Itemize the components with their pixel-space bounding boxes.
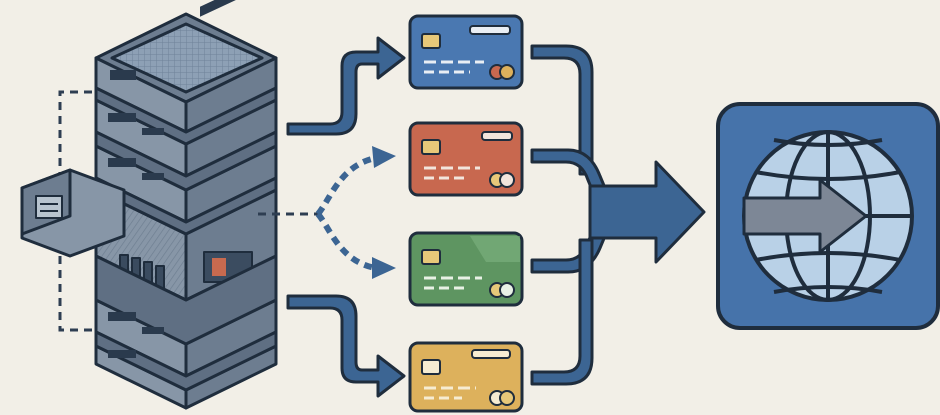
merge-arrows — [530, 44, 706, 386]
card-yellow — [408, 341, 524, 413]
server-stack — [20, 0, 278, 410]
dashed-arrow-to-red — [315, 146, 396, 216]
globe-arrow-icon — [742, 130, 914, 302]
server-unit — [94, 254, 278, 378]
card-chip-logo — [489, 172, 515, 188]
dashed-arrow-to-green — [315, 212, 396, 279]
card-red — [408, 121, 524, 197]
card-green — [408, 231, 524, 307]
card-chip-logo — [489, 390, 515, 406]
card-chip-logo — [489, 282, 515, 298]
card-blue — [408, 14, 524, 90]
card-chip-logo — [489, 64, 515, 80]
server-unit — [94, 130, 278, 224]
arrow-to-blue-card — [286, 36, 406, 136]
server-unit — [94, 330, 278, 410]
dashed-connector-left — [58, 90, 92, 332]
arrow-to-yellow-card — [286, 294, 406, 398]
globe-network-box — [716, 102, 940, 330]
drawer — [20, 168, 126, 258]
vent-grill — [119, 254, 165, 289]
server-unit — [94, 0, 278, 134]
